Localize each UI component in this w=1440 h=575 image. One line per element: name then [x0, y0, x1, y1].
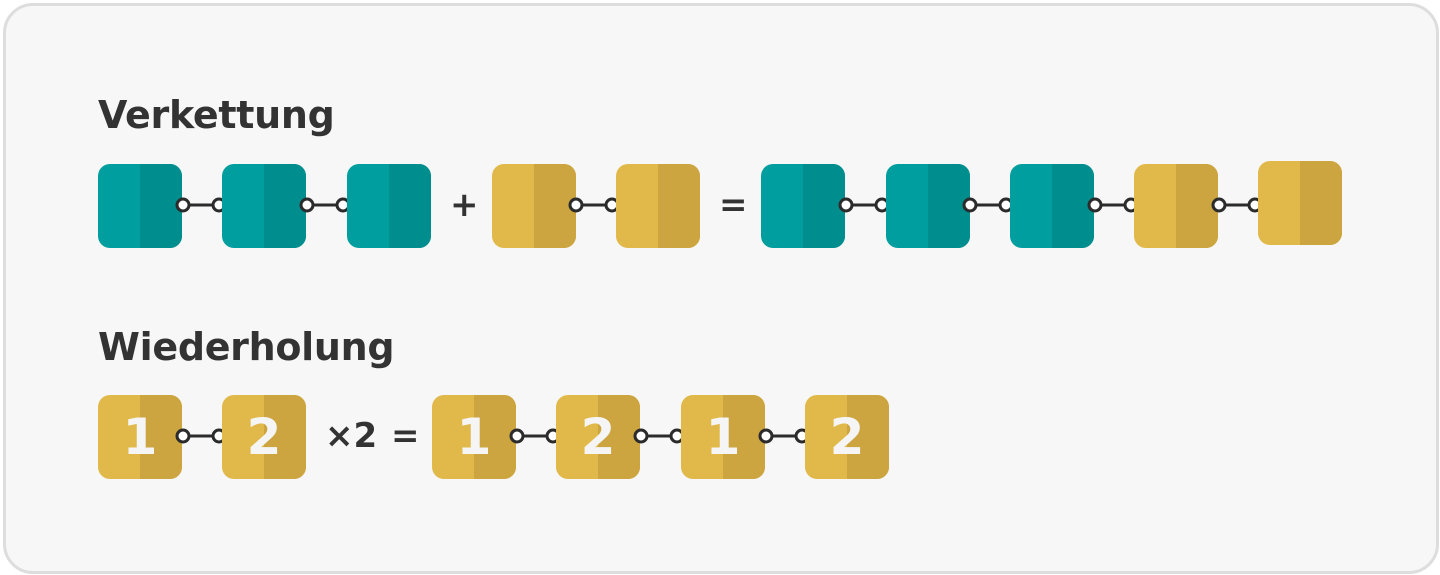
chain-link — [299, 197, 351, 213]
block-label: 1 — [456, 408, 492, 466]
gold-block-1: 1 — [98, 395, 182, 479]
gold-block — [1258, 161, 1342, 245]
teal-block — [886, 164, 970, 248]
chain-link — [568, 197, 620, 213]
gold-block — [1134, 164, 1218, 248]
gold-block-2: 2 — [222, 395, 306, 479]
chain-link — [838, 197, 890, 213]
gold-block-1: 1 — [681, 395, 765, 479]
chain-link — [509, 428, 561, 444]
chain-link — [175, 197, 227, 213]
block-label: 1 — [705, 408, 741, 466]
plus-operator: + — [450, 185, 479, 225]
equals-operator: = — [391, 416, 420, 456]
teal-block — [1010, 164, 1094, 248]
block-label: 1 — [122, 408, 158, 466]
teal-block — [222, 164, 306, 248]
chain-link — [1087, 197, 1139, 213]
chain-link — [962, 197, 1014, 213]
chain-link — [175, 428, 227, 444]
gold-block — [616, 164, 700, 248]
chain-link — [633, 428, 685, 444]
teal-block — [98, 164, 182, 248]
gold-block-2: 2 — [805, 395, 889, 479]
equals-operator: = — [719, 185, 748, 225]
gold-block — [492, 164, 576, 248]
block-label: 2 — [829, 408, 865, 466]
heading-verkettung: Verkettung — [98, 93, 335, 137]
gold-block-2: 2 — [556, 395, 640, 479]
block-label: 2 — [246, 408, 282, 466]
teal-block — [761, 164, 845, 248]
teal-block — [347, 164, 431, 248]
block-label: 2 — [580, 408, 616, 466]
chain-link — [758, 428, 810, 444]
heading-wiederholung: Wiederholung — [98, 325, 395, 369]
gold-block-1: 1 — [432, 395, 516, 479]
diagram-panel — [3, 3, 1439, 574]
repeat-operator: ×2 — [325, 416, 378, 456]
chain-link — [1211, 197, 1263, 213]
